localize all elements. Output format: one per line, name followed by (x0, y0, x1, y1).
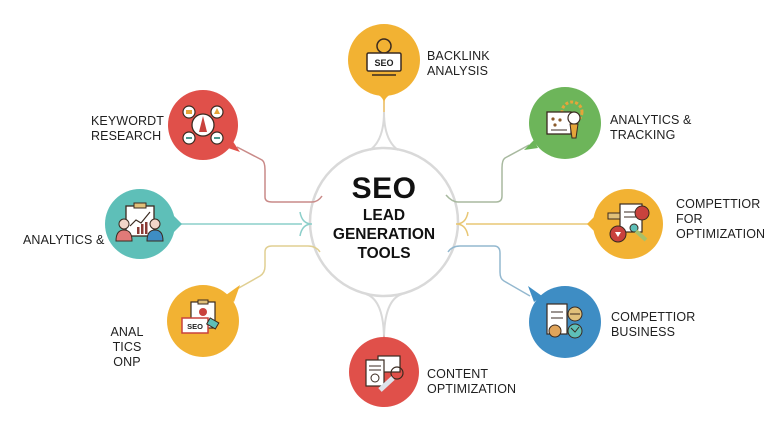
label-line: OPTIMIZATION (676, 227, 766, 241)
label-line: OPTIMIZATION (427, 382, 517, 396)
team-chart-board-icon (115, 202, 164, 242)
label-keyword: KEYWORDT RESEARCH (91, 114, 165, 144)
connector-competitor-optimization-fork (455, 211, 469, 237)
analytics-gear-bulb-icon (546, 100, 584, 139)
label-line: BACKLINK (427, 49, 490, 63)
node-analytics-left (105, 189, 182, 259)
connector-analytics-onp (236, 245, 321, 290)
label-line: COMPETTIOR (611, 310, 696, 324)
node-keyword (168, 90, 240, 160)
node-analytics-onp: SEO (167, 285, 240, 357)
center-subtitle-line-2: GENERATION (332, 226, 436, 243)
content-document-icon (365, 355, 404, 392)
center-hub-label: SEO LEAD GENERATION TOOLS (314, 172, 454, 263)
label-line: ANALYTICS & (23, 233, 105, 247)
label-line: ANALYTICS & (610, 113, 692, 127)
seo-monitor-gear-icon: SEO (366, 38, 402, 76)
label-line: TRACKING (610, 128, 676, 142)
svg-text:SEO: SEO (187, 322, 203, 331)
svg-text:SEO: SEO (374, 58, 393, 68)
connector-keyword (236, 146, 323, 203)
connector-competitor-business (447, 245, 531, 297)
label-line: KEYWORDT (91, 114, 165, 128)
label-line: ANAL TICS (110, 325, 144, 354)
center-title: SEO (351, 172, 417, 205)
node-analytics-tracking (524, 87, 601, 159)
connector-analytics-left-fork (299, 211, 313, 237)
label-line: FOR (676, 212, 703, 226)
label-analytics-left: ANALYTICS & (23, 233, 104, 248)
center-subtitle-line-1: LEAD (362, 207, 406, 224)
business-document-icon (546, 303, 583, 339)
seo-clipboard-icon: SEO (181, 299, 220, 334)
label-competitor-business: COMPETTIOR BUSINESS (611, 310, 695, 340)
node-content (349, 334, 419, 407)
node-backlink: SEO (348, 24, 420, 104)
label-content: CONTENT OPTIMIZATION (427, 367, 516, 397)
keyword-network-icon (182, 105, 224, 145)
label-line: ANALYSIS (427, 64, 489, 78)
competitor-tools-icon (607, 203, 650, 243)
connector-analytics-tracking (445, 144, 530, 203)
node-competitor-business (528, 286, 601, 358)
label-backlink: BACKLINK ANALYSIS (427, 49, 490, 79)
label-competitor-optimization: COMPETTIOR FOR OPTIMIZATION (676, 197, 765, 242)
label-line: CONTENT (427, 367, 489, 381)
label-line: ONP (113, 355, 141, 369)
label-line: COMPETTIOR (676, 197, 761, 211)
label-line: RESEARCH (91, 129, 162, 143)
center-subtitle-line-3: TOOLS (357, 245, 411, 262)
node-competitor-optimization (587, 189, 663, 259)
label-line: BUSINESS (611, 325, 676, 339)
label-analytics-onp: ANAL TICS ONP (96, 325, 158, 370)
label-analytics-tracking: ANALYTICS & TRACKING (610, 113, 691, 143)
